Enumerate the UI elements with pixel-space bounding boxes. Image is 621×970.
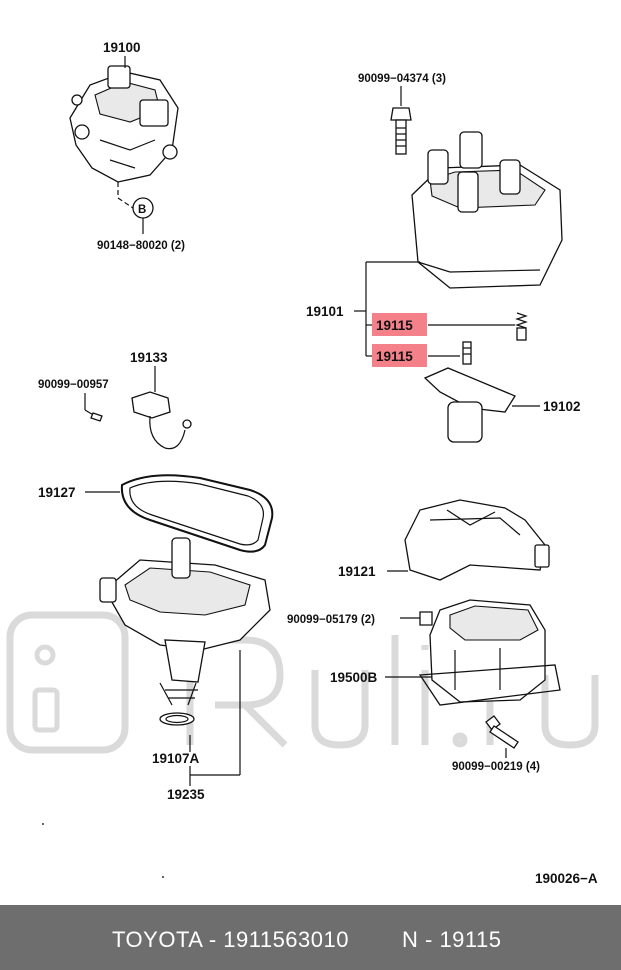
label-19100: 19100 <box>103 40 141 55</box>
screw-drawing <box>419 611 433 626</box>
footer-part-number: TOYOTA - 1911563010 <box>112 927 349 952</box>
highlight-19115-lower <box>372 344 427 367</box>
label-19101: 19101 <box>306 304 344 319</box>
label-circle-b: B <box>138 204 146 216</box>
label-19107a: 19107A <box>152 751 200 766</box>
footer-bar: TOYOTA - 1911563010 N - 19115 <box>0 905 621 970</box>
label-19115-upper: 19115 <box>376 318 413 333</box>
label-19235: 19235 <box>167 787 205 802</box>
rotor-drawing <box>423 367 516 443</box>
label-90099-05179: 90099−05179 (2) <box>287 614 375 626</box>
sensor-drawing <box>131 391 192 450</box>
mounting-bolt-drawing <box>485 715 519 749</box>
label-90148-80020: 90148−80020 (2) <box>97 240 185 252</box>
label-19102: 19102 <box>543 399 581 414</box>
bolt-drawing <box>390 107 412 155</box>
label-19133: 19133 <box>130 350 168 365</box>
footer-part-code: N - 19115 <box>402 927 502 952</box>
cover-drawing <box>404 499 550 581</box>
spring-drawing <box>515 312 528 341</box>
carbon-brush-drawing <box>462 341 472 365</box>
label-19121: 19121 <box>338 564 376 579</box>
distributor-assembly-drawing <box>69 65 179 198</box>
label-19500b: 19500B <box>330 670 378 685</box>
label-90099-04374: 90099−04374 (3) <box>358 73 446 85</box>
parts-diagram: 19100 B 90148−80020 (2) 19133 90099−0095… <box>6 40 599 886</box>
igniter-drawing <box>418 599 561 706</box>
watermark-logo <box>6 611 599 754</box>
label-90099-00957: 90099−00957 <box>38 379 109 391</box>
label-19115-lower: 19115 <box>376 349 413 364</box>
diagram-ref-number: 190026−A <box>535 871 598 886</box>
distributor-cap-drawing <box>411 131 563 289</box>
label-90099-00219: 90099−00219 (4) <box>452 761 540 773</box>
label-19127: 19127 <box>38 485 76 500</box>
housing-drawing <box>99 537 271 726</box>
gasket-drawing <box>120 474 274 553</box>
highlight-19115-upper <box>372 313 427 336</box>
